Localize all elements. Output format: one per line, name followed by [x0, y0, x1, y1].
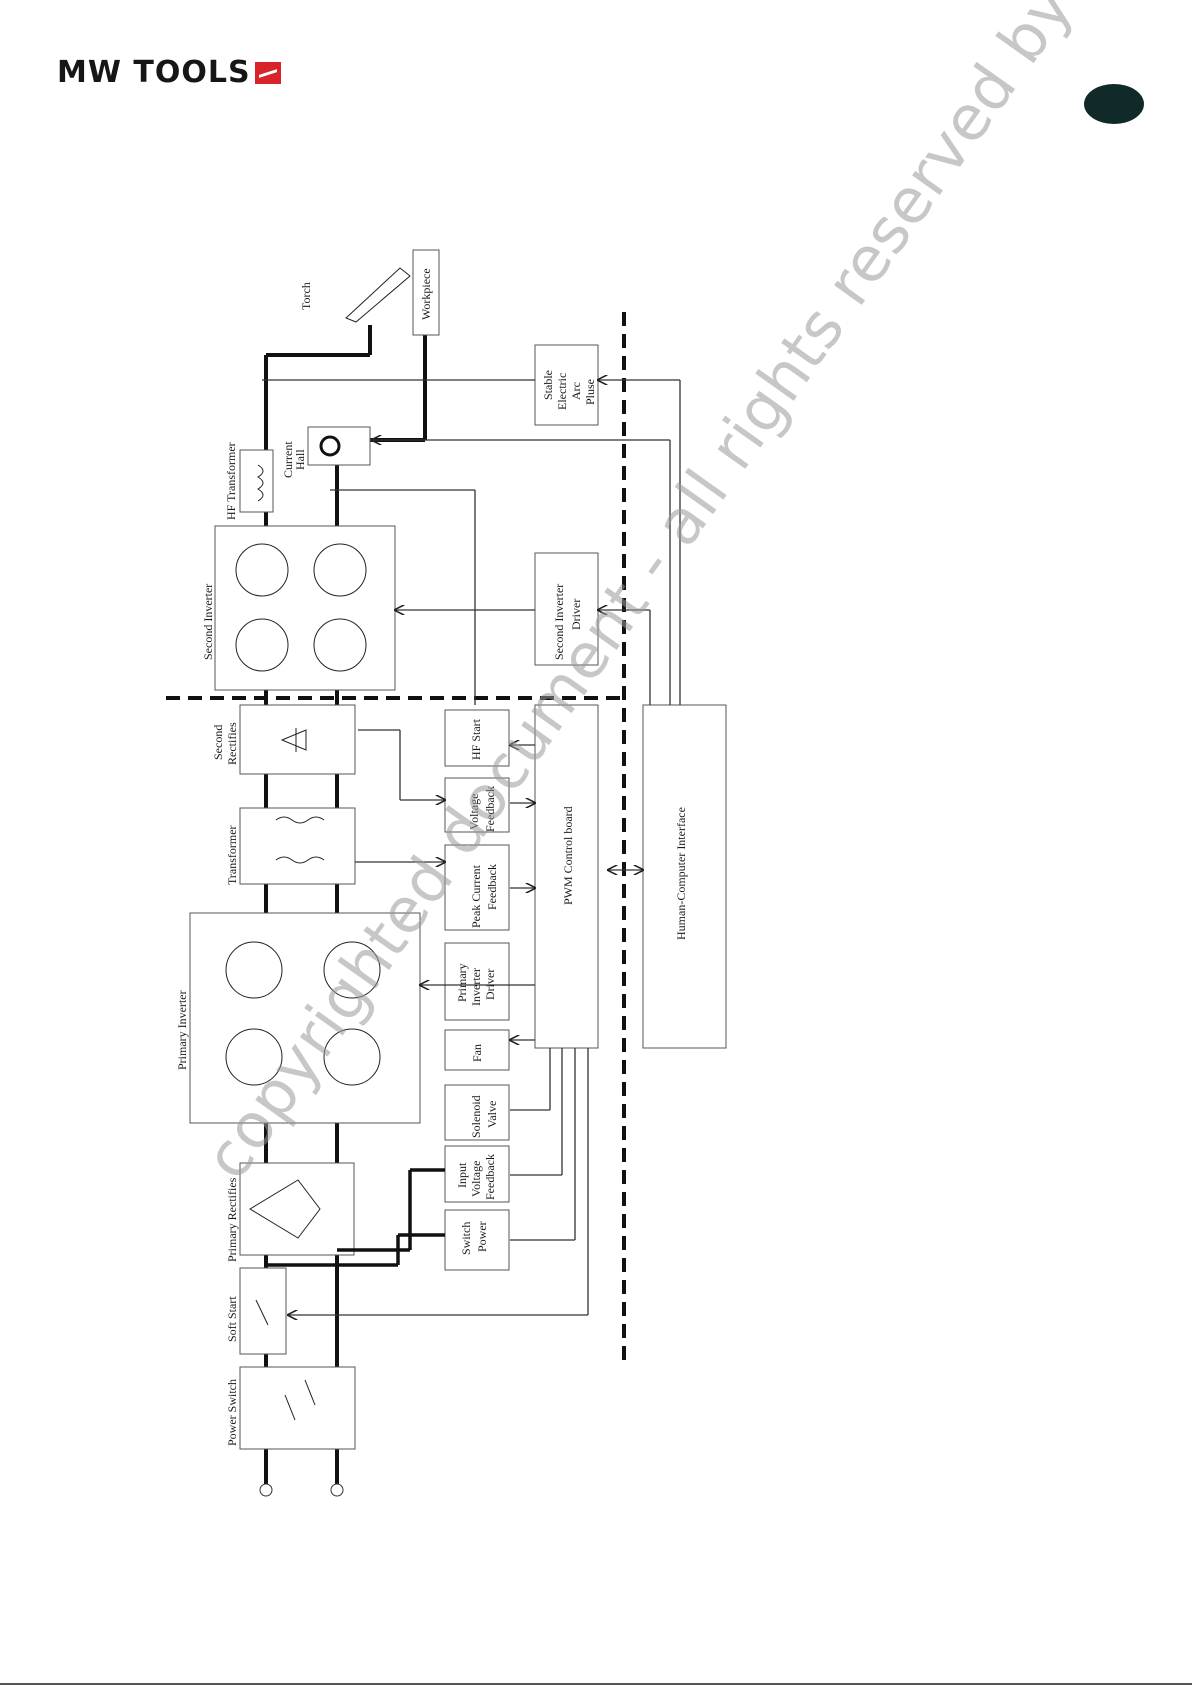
primary-inverter-driver-block [444, 942, 510, 1021]
label-input-voltage-feedback-3: Feedback [483, 1154, 497, 1200]
hf-start-block [444, 709, 510, 767]
second-rectifies-block [239, 704, 356, 775]
label-torch: Torch [299, 282, 313, 310]
switch-power-block [444, 1209, 510, 1271]
label-primary-inverter: Primary Inverter [175, 990, 189, 1070]
peak-current-feedback-block [444, 844, 510, 931]
label-primary-inverter-driver-2: Inverter [469, 968, 483, 1006]
fan-block [444, 1029, 510, 1071]
label-solenoid-valve-2: Valve [485, 1101, 499, 1128]
second-inverter-block [214, 525, 396, 691]
label-primary-inverter-driver-1: Primary [455, 963, 469, 1002]
label-hf-transformer: HF Transformer [224, 442, 238, 520]
label-second-rectifies-1: Second [211, 725, 225, 760]
label-switch-power-1: Switch [459, 1222, 473, 1255]
label-current-hall-2: Hall [293, 449, 307, 470]
label-transformer: Transformer [225, 825, 239, 885]
power-switch-block [239, 1366, 356, 1450]
label-hf-start: HF Start [469, 718, 483, 760]
label-switch-power-2: Power [475, 1221, 489, 1252]
label-input-voltage-feedback-1: Input [455, 1162, 469, 1188]
page-bottom-rule [0, 1683, 1192, 1685]
label-second-inverter-driver-1: Second Inverter [552, 584, 566, 660]
label-stable-arc-4: Pluse [583, 379, 597, 405]
human-computer-interface-block [642, 704, 727, 1049]
label-second-rectifies-2: Rectifies [225, 722, 239, 765]
label-primary-rectifies: Primary Rectifies [225, 1177, 239, 1262]
label-voltage-feedback-2: Feedback [483, 786, 497, 832]
label-second-inverter-driver-2: Driver [569, 599, 583, 630]
label-primary-inverter-driver-3: Driver [483, 969, 497, 1000]
pwm-control-board-block [534, 704, 599, 1049]
label-stable-arc-3: Arc [569, 382, 583, 400]
label-soft-start: Soft Start [225, 1296, 239, 1342]
label-voltage-feedback-1: Voltage [467, 794, 481, 830]
input-voltage-feedback-block [444, 1145, 510, 1203]
brand-logo: MW TOOLS [57, 58, 281, 88]
soft-start-block [239, 1267, 287, 1355]
label-solenoid-valve-1: Solenoid [469, 1095, 483, 1138]
label-stable-arc-1: Stable [541, 370, 555, 400]
logo-flag-icon [254, 62, 281, 84]
label-power-switch: Power Switch [225, 1379, 239, 1446]
transformer-block [239, 807, 356, 885]
label-current-hall-1: Current [281, 441, 295, 478]
primary-rectifies-block [239, 1162, 355, 1256]
label-human-computer-interface: Human-Computer Interface [674, 807, 688, 940]
workpiece-block [412, 249, 440, 336]
page-marker-dot [1084, 84, 1144, 124]
hf-transformer-block [239, 449, 274, 513]
label-input-voltage-feedback-2: Voltage [469, 1161, 483, 1197]
voltage-feedback-block [444, 777, 510, 833]
label-peak-current-feedback-2: Feedback [485, 864, 499, 910]
label-peak-current-feedback-1: Peak Current [469, 864, 483, 928]
stable-arc-pulse-block [534, 344, 599, 426]
label-pwm-control-board: PWM Control board [561, 806, 575, 905]
logo-text: MW TOOLS [57, 55, 251, 90]
solenoid-valve-block [444, 1084, 510, 1141]
label-workpiece: Workpiece [419, 268, 433, 320]
diagram-labels: Torch Workpiece Stable Electric Arc Plus… [175, 268, 688, 1446]
label-fan: Fan [470, 1044, 484, 1062]
label-second-inverter: Second Inverter [201, 584, 215, 660]
primary-inverter-block [189, 912, 421, 1124]
label-stable-arc-2: Electric [555, 373, 569, 410]
